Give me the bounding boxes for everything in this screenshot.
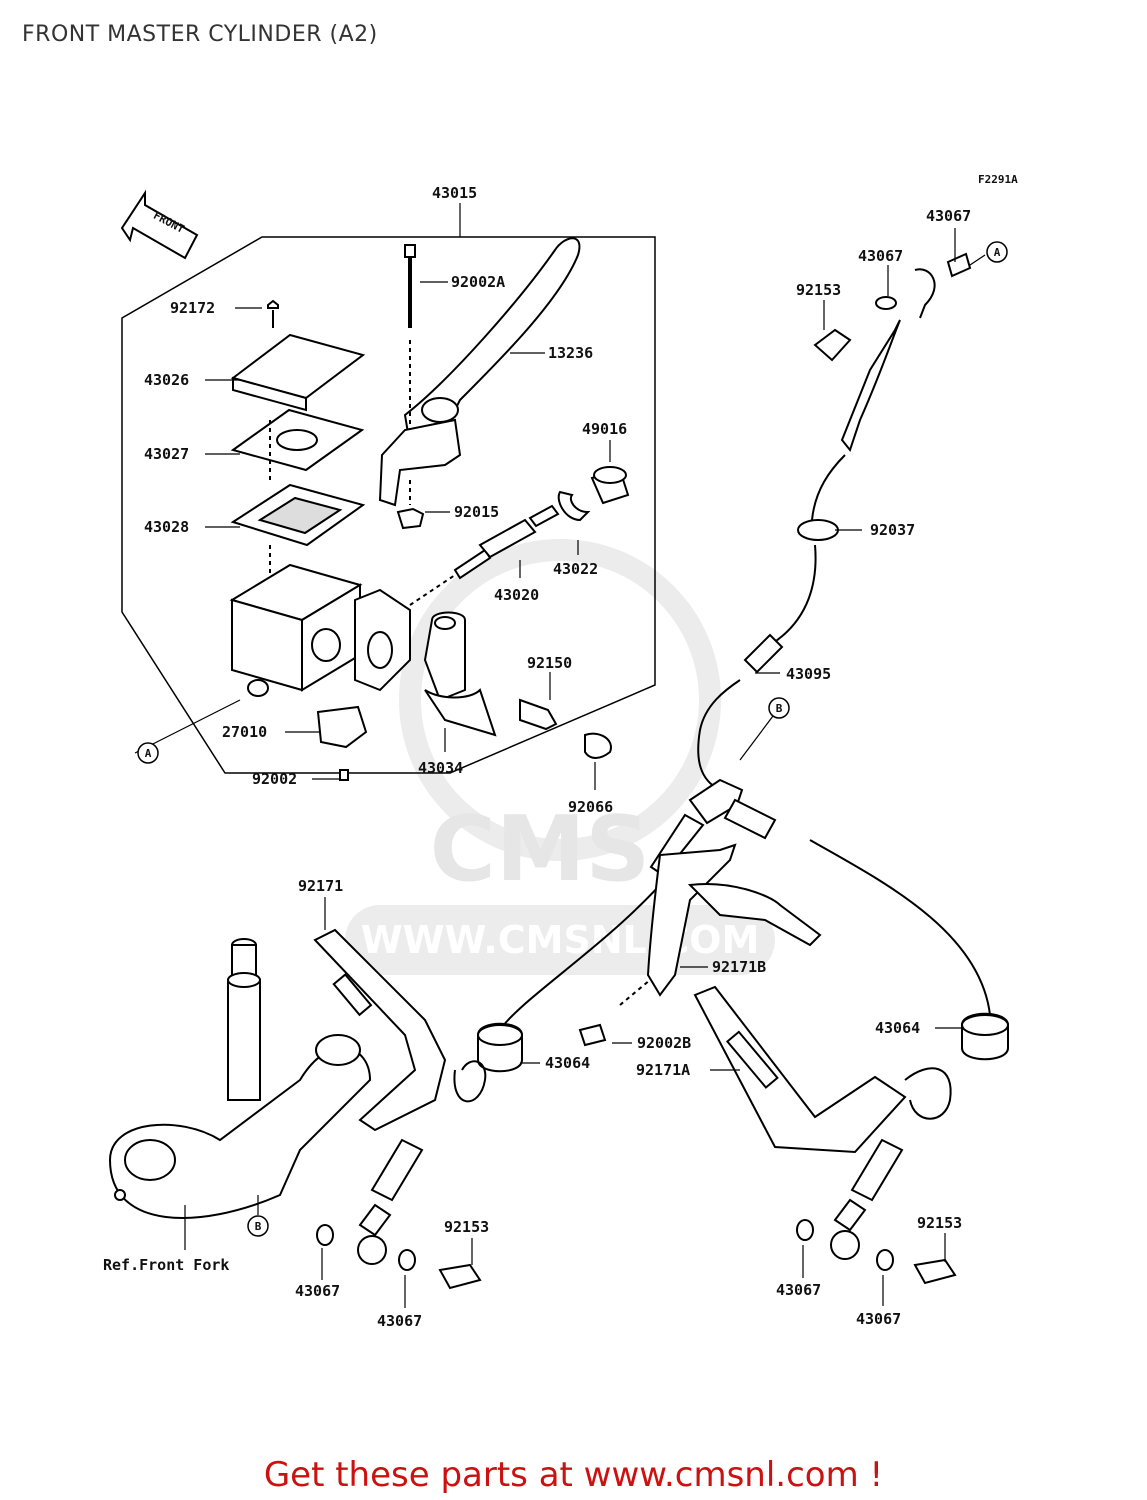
part-label: 92002A	[451, 273, 505, 291]
callout-b-bottom-label: B	[255, 1220, 262, 1233]
part-label: 92153	[444, 1218, 489, 1236]
part-label: 92002B	[637, 1034, 691, 1052]
part-label: 92153	[796, 281, 841, 299]
part-label: 92171B	[712, 958, 766, 976]
footer-link[interactable]: Get these parts at www.cmsnl.com !	[263, 1455, 884, 1495]
callout-b-top-label: B	[776, 702, 783, 715]
callout-a-left-label: A	[145, 747, 152, 760]
part-label: 13236	[548, 344, 593, 362]
part-label: 43067	[377, 1312, 422, 1330]
part-label: 92171A	[636, 1061, 690, 1079]
page-title: FRONT MASTER CYLINDER (A2)	[22, 22, 378, 47]
part-label: 43067	[776, 1281, 821, 1299]
grommets	[477, 1012, 1009, 1073]
banjo-fittings	[316, 1138, 957, 1290]
brake-hose-upper	[697, 252, 972, 791]
part-label: 92150	[527, 654, 572, 672]
part-label: 43067	[858, 247, 903, 265]
callout-a-right	[986, 241, 1008, 263]
part-label: 92171	[298, 877, 343, 895]
part-label: 43015	[432, 184, 477, 202]
part-label: 49016	[582, 420, 627, 438]
brake-lever	[378, 237, 581, 530]
master-cylinder-body	[229, 563, 411, 697]
brake-hose-lower	[499, 778, 991, 1047]
part-label: 43067	[856, 1310, 901, 1328]
callout-a-right-label: A	[994, 246, 1001, 259]
part-labels: 43015 92172 43026 43027 43028 92002A 132…	[103, 184, 971, 1330]
part-label: 92153	[917, 1214, 962, 1232]
lever-bracket	[316, 611, 612, 781]
watermark-url: WWW.CMSNL.COM	[361, 918, 760, 962]
part-label: 92002	[252, 770, 297, 788]
part-label: 43067	[295, 1282, 340, 1300]
reference-label: Ref.Front Fork	[103, 1256, 229, 1274]
part-label: 43028	[144, 518, 189, 536]
part-label: 43067	[926, 207, 971, 225]
front-direction-arrow: FRONT	[120, 189, 199, 260]
part-label: 92015	[454, 503, 499, 521]
part-label: 43034	[418, 759, 463, 777]
part-label: 43064	[875, 1019, 920, 1037]
reservoir-parts	[230, 299, 366, 590]
figure-code: F2291A	[978, 173, 1018, 186]
hose-brackets	[313, 928, 952, 1154]
callout-a-left	[137, 742, 159, 764]
callout-b-bottom	[247, 1215, 269, 1237]
part-label: 43020	[494, 586, 539, 604]
callouts: A A B B	[137, 241, 1008, 1237]
callout-b-top	[768, 697, 790, 719]
part-label: 43027	[144, 445, 189, 463]
part-label: 43095	[786, 665, 831, 683]
part-label: 43022	[553, 560, 598, 578]
part-label: 43026	[144, 371, 189, 389]
piston-assembly	[409, 466, 630, 606]
part-label: 27010	[222, 723, 267, 741]
front-fork-stem	[108, 938, 372, 1250]
part-label: 92066	[568, 798, 613, 816]
watermark-logo: CMS	[430, 797, 650, 902]
assembly-outline	[121, 236, 656, 774]
leader-lines	[134, 228, 986, 1308]
part-label: 92172	[170, 299, 215, 317]
part-label: 92037	[870, 521, 915, 539]
part-label: 43064	[545, 1054, 590, 1072]
